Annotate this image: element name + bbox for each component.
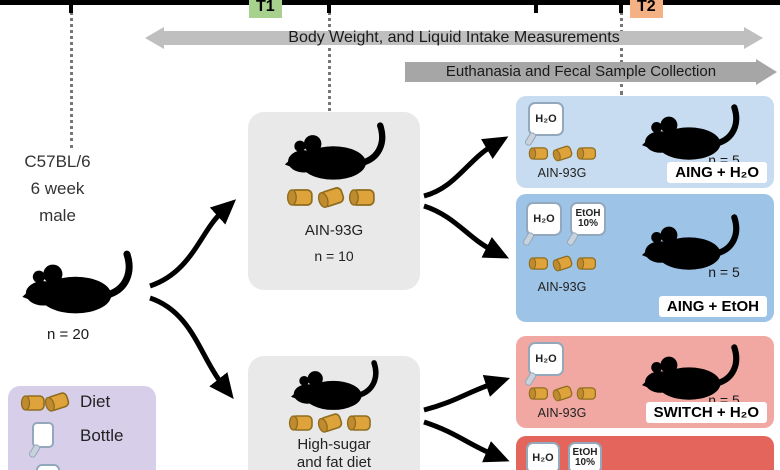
bottle-text: H₂O (533, 213, 555, 225)
diet-pellet-icon (348, 188, 376, 207)
bottle-body (32, 422, 54, 448)
bottle-text: EtOH (575, 207, 601, 219)
diet-pellets (288, 414, 372, 432)
bottle-text: 10% (577, 218, 598, 229)
legend-bottle-label: Bottle (80, 426, 124, 445)
diet-group-name: AIN-93G (304, 222, 364, 239)
diet-pellet-icon (528, 256, 549, 271)
diet-pellet-icon (346, 414, 372, 432)
dotted-line-t2 (620, 5, 623, 95)
group-diet-name: AIN-93G (537, 166, 587, 180)
cohort-description: C57BL/6 6 week male (5, 148, 110, 229)
bottle-text: H₂O (532, 452, 554, 464)
group-aing-h2o-box: H₂O AIN-93G n = 5 AING + H₂O (516, 96, 774, 188)
mouse-icon (274, 120, 399, 182)
group-switch-h2o-box: H₂O AIN-93G n = 5 SWITCH + H₂O (516, 336, 774, 428)
timeline-tick (327, 0, 331, 13)
euthanasia-arrow (405, 59, 777, 85)
diet-pellet-icon (288, 414, 314, 432)
water-bottle-icon: H₂O (523, 342, 564, 387)
ethanol-bottle-icon: EtOH 10% (565, 202, 606, 247)
mouse-icon (10, 248, 148, 316)
water-bottle-icon: H₂O (521, 202, 562, 247)
timeline-bar (0, 0, 780, 5)
diet-pellets (528, 256, 597, 271)
cohort-age: 6 week (30, 179, 85, 198)
ethanol-bottle-label: EtOH 10% (568, 442, 602, 470)
mouse-icon (276, 358, 396, 412)
diet-group-count: n = 10 (314, 248, 354, 264)
diet-pellet-icon (315, 410, 345, 435)
arrow-hsfd-to-switch-etoh (423, 419, 510, 463)
diet-pellet-icon (528, 386, 549, 401)
diet-pellet-icon (576, 146, 597, 161)
dotted-line-t1 (328, 5, 331, 111)
ethanol-bottle-label: EtOH 10% (570, 202, 606, 236)
water-bottle-icon: H₂O (526, 442, 560, 470)
bottle-text: H₂O (535, 353, 557, 365)
water-bottle-label: H₂O (526, 442, 560, 470)
group-diet-name: AIN-93G (537, 406, 587, 420)
bottle-spout (27, 443, 42, 459)
measurements-arrow (145, 27, 763, 49)
group-label: AING + H₂O (667, 162, 767, 183)
group-label: SWITCH + H₂O (645, 402, 767, 423)
arrow-cohort-to-hsfd (149, 295, 234, 399)
timepoint-t1-badge: T1 (249, 0, 282, 18)
diet-pellet-icon (550, 253, 575, 274)
water-bottle-label: H₂O (528, 102, 564, 136)
water-bottle-label: H₂O (528, 342, 564, 376)
water-bottle-icon: H₂O (523, 102, 564, 147)
group-diet-name: AIN-93G (537, 280, 587, 294)
group-count: n = 5 (708, 264, 740, 280)
diet-group-hsfd-box: High-sugar and fat diet (248, 356, 420, 470)
diet-group-name-line1: High-sugar (297, 436, 371, 453)
legend-diet-label: Diet (80, 392, 111, 411)
diet-pellets (528, 146, 597, 161)
diet-group-name-line2: and fat diet (296, 454, 372, 470)
diet-group-ain93g-box: AIN-93G n = 10 (248, 112, 420, 290)
diet-pellet-icon (576, 386, 597, 401)
group-label: AING + EtOH (658, 296, 767, 317)
bottle-text: H₂O (535, 113, 557, 125)
group-aing-etoh-box: H₂O EtOH 10% AIN-93G n = 5 AING + EtOH (516, 194, 774, 322)
bottle-text: EtOH (572, 446, 598, 458)
legend: Diet Bottle (8, 386, 156, 470)
bottle-spout (565, 231, 580, 247)
diet-pellets (286, 188, 376, 207)
bottle-icon (27, 422, 54, 459)
group-switch-etoh-box: H₂O EtOH 10% (516, 436, 774, 470)
bottle-text: 10% (574, 457, 595, 468)
cohort-count: n = 20 (46, 326, 90, 343)
measurements-arrow-label: Body Weight, and Liquid Intake Measureme… (288, 29, 620, 46)
diet-pellet-icon (286, 188, 314, 207)
ethanol-bottle-icon: EtOH 10% (568, 442, 602, 470)
diet-pellet-icon (528, 146, 549, 161)
arrow-hsfd-to-switch-h2o (423, 374, 511, 413)
dotted-line-start (70, 5, 73, 148)
legend-item-partial-icon (36, 464, 60, 470)
cohort-sex: male (39, 206, 76, 225)
bottle-spout (523, 131, 538, 147)
diet-pellet-icon (550, 383, 575, 404)
timeline-tick (534, 0, 538, 13)
timeline-tick (69, 0, 73, 13)
mouse-icon (624, 212, 760, 272)
bottle-spout (521, 231, 536, 247)
diet-pellet-icon (576, 256, 597, 271)
arrow-cohort-to-ain93g (149, 199, 237, 289)
arrow-ain93g-to-aing-h2o (423, 136, 509, 199)
timepoint-t2-badge: T2 (630, 0, 663, 18)
bottle-spout (523, 371, 538, 387)
diet-pellet-icon (42, 389, 72, 414)
timeline-tick (619, 0, 623, 13)
diet-pellet-icon (550, 143, 575, 164)
arrow-ain93g-to-aing-etoh (423, 203, 509, 259)
water-bottle-label: H₂O (526, 202, 562, 236)
diet-pellets (528, 386, 597, 401)
cohort-strain: C57BL/6 (24, 152, 91, 171)
diet-pellet-icon (315, 184, 348, 211)
euthanasia-arrow-label: Euthanasia and Fecal Sample Collection (445, 63, 717, 80)
